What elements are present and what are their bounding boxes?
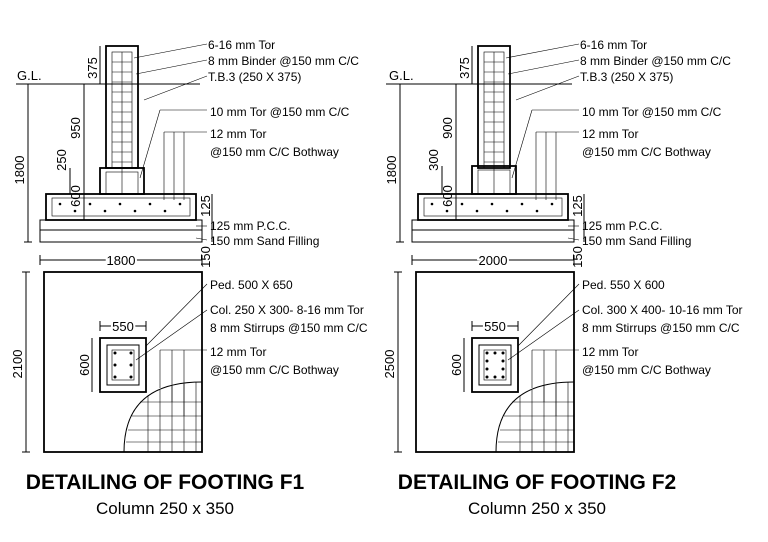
dim-plan-h: 2100 (10, 350, 25, 379)
dim-width: 2000 (479, 253, 508, 268)
footing-f2: G.L. (382, 38, 743, 518)
note-plan-bars-2: @150 mm C/C Bothway (210, 363, 339, 377)
slab-bars (430, 202, 554, 213)
dim-ped-side: 600 (449, 354, 464, 376)
note-bottom-bars-2: @150 mm C/C Bothway (582, 145, 711, 159)
dim-375: 375 (457, 57, 472, 79)
note-plan-bars-2: @150 mm C/C Bothway (582, 363, 711, 377)
dim-ped-h: 250 (54, 149, 69, 171)
dim-ped-w: 550 (484, 319, 506, 334)
slab-bar-cage (423, 197, 563, 217)
plan-column (478, 344, 512, 386)
note-dist-bars: 10 mm Tor @150 mm C/C (582, 105, 722, 119)
plan-leaders (507, 283, 580, 416)
dim-375: 375 (85, 57, 100, 79)
note-plan-bars-1: 12 mm Tor (210, 345, 266, 359)
note-pcc: 125 mm P.C.C. (210, 219, 290, 233)
note-col-1: Col. 300 X 400- 10-16 mm Tor (582, 303, 743, 317)
note-sand: 150 mm Sand Filling (582, 234, 691, 248)
dim-upper: 950 (68, 117, 83, 139)
plan-column (106, 344, 140, 386)
dim-ped-h: 300 (426, 149, 441, 171)
plan-pedestal (471, 337, 519, 393)
note-bottom-bars-2: @150 mm C/C Bothway (210, 145, 339, 159)
footing-f1: G.L. (10, 38, 368, 518)
note-main-bars: 6-16 mm Tor (580, 38, 647, 52)
dim-plan-h: 2500 (382, 350, 397, 379)
plan-footing-outline (415, 271, 575, 453)
dim-600: 600 (68, 185, 83, 207)
dim-150: 150 (198, 246, 213, 268)
leaders (133, 43, 208, 241)
column-stirrups (112, 52, 132, 195)
gl-label: G.L. (17, 68, 42, 83)
pcc-layer (411, 219, 575, 231)
note-binder: 8 mm Binder @150 mm C/C (208, 54, 359, 68)
dim-600: 600 (440, 185, 455, 207)
note-ped: Ped. 500 X 650 (210, 278, 293, 292)
dim-150: 150 (570, 246, 585, 268)
note-tie-beam: T.B.3 (250 X 375) (580, 70, 673, 84)
title: DETAILING OF FOOTING F1 (26, 471, 305, 494)
title: DETAILING OF FOOTING F2 (398, 471, 676, 494)
dim-upper: 900 (440, 117, 455, 139)
dim-width: 1800 (107, 253, 136, 268)
subtitle: Column 250 x 350 (468, 499, 606, 518)
plan-f1: 2100 550 600 (10, 271, 368, 453)
note-sand: 150 mm Sand Filling (210, 234, 319, 248)
dim-total-h: 1800 (12, 156, 27, 185)
dim-125: 125 (198, 195, 213, 217)
note-col-2: 8 mm Stirrups @150 mm C/C (210, 321, 368, 335)
plan-column-bars (485, 351, 505, 379)
note-main-bars: 6-16 mm Tor (208, 38, 275, 52)
section-f2: G.L. (384, 38, 731, 270)
section-f1: G.L. (12, 38, 359, 270)
note-dist-bars: 10 mm Tor @150 mm C/C (210, 105, 350, 119)
plan-pedestal (99, 337, 147, 393)
note-col-2: 8 mm Stirrups @150 mm C/C (582, 321, 740, 335)
column-stirrups (484, 52, 504, 195)
dim-ped-side: 600 (77, 354, 92, 376)
pcc-layer (39, 219, 203, 231)
plan-leaders (135, 283, 208, 416)
note-col-1: Col. 250 X 300- 8-16 mm Tor (210, 303, 364, 317)
note-pcc: 125 mm P.C.C. (582, 219, 662, 233)
gl-label: G.L. (389, 68, 414, 83)
plan-f2: 2500 550 600 (382, 271, 743, 453)
note-bottom-bars-1: 12 mm Tor (582, 127, 638, 141)
note-plan-bars-1: 12 mm Tor (582, 345, 638, 359)
slab-bars (58, 202, 182, 213)
plan-column-bars (113, 351, 133, 379)
sand-layer (39, 229, 203, 243)
slab-bar-cage (51, 197, 191, 217)
subtitle: Column 250 x 350 (96, 499, 234, 518)
note-tie-beam: T.B.3 (250 X 375) (208, 70, 301, 84)
note-bottom-bars-1: 12 mm Tor (210, 127, 266, 141)
sand-layer (411, 229, 575, 243)
note-ped: Ped. 550 X 600 (582, 278, 665, 292)
leaders (505, 43, 580, 241)
dim-125: 125 (570, 195, 585, 217)
dim-total-h: 1800 (384, 156, 399, 185)
note-binder: 8 mm Binder @150 mm C/C (580, 54, 731, 68)
dim-ped-w: 550 (112, 319, 134, 334)
plan-footing-outline (43, 271, 203, 453)
